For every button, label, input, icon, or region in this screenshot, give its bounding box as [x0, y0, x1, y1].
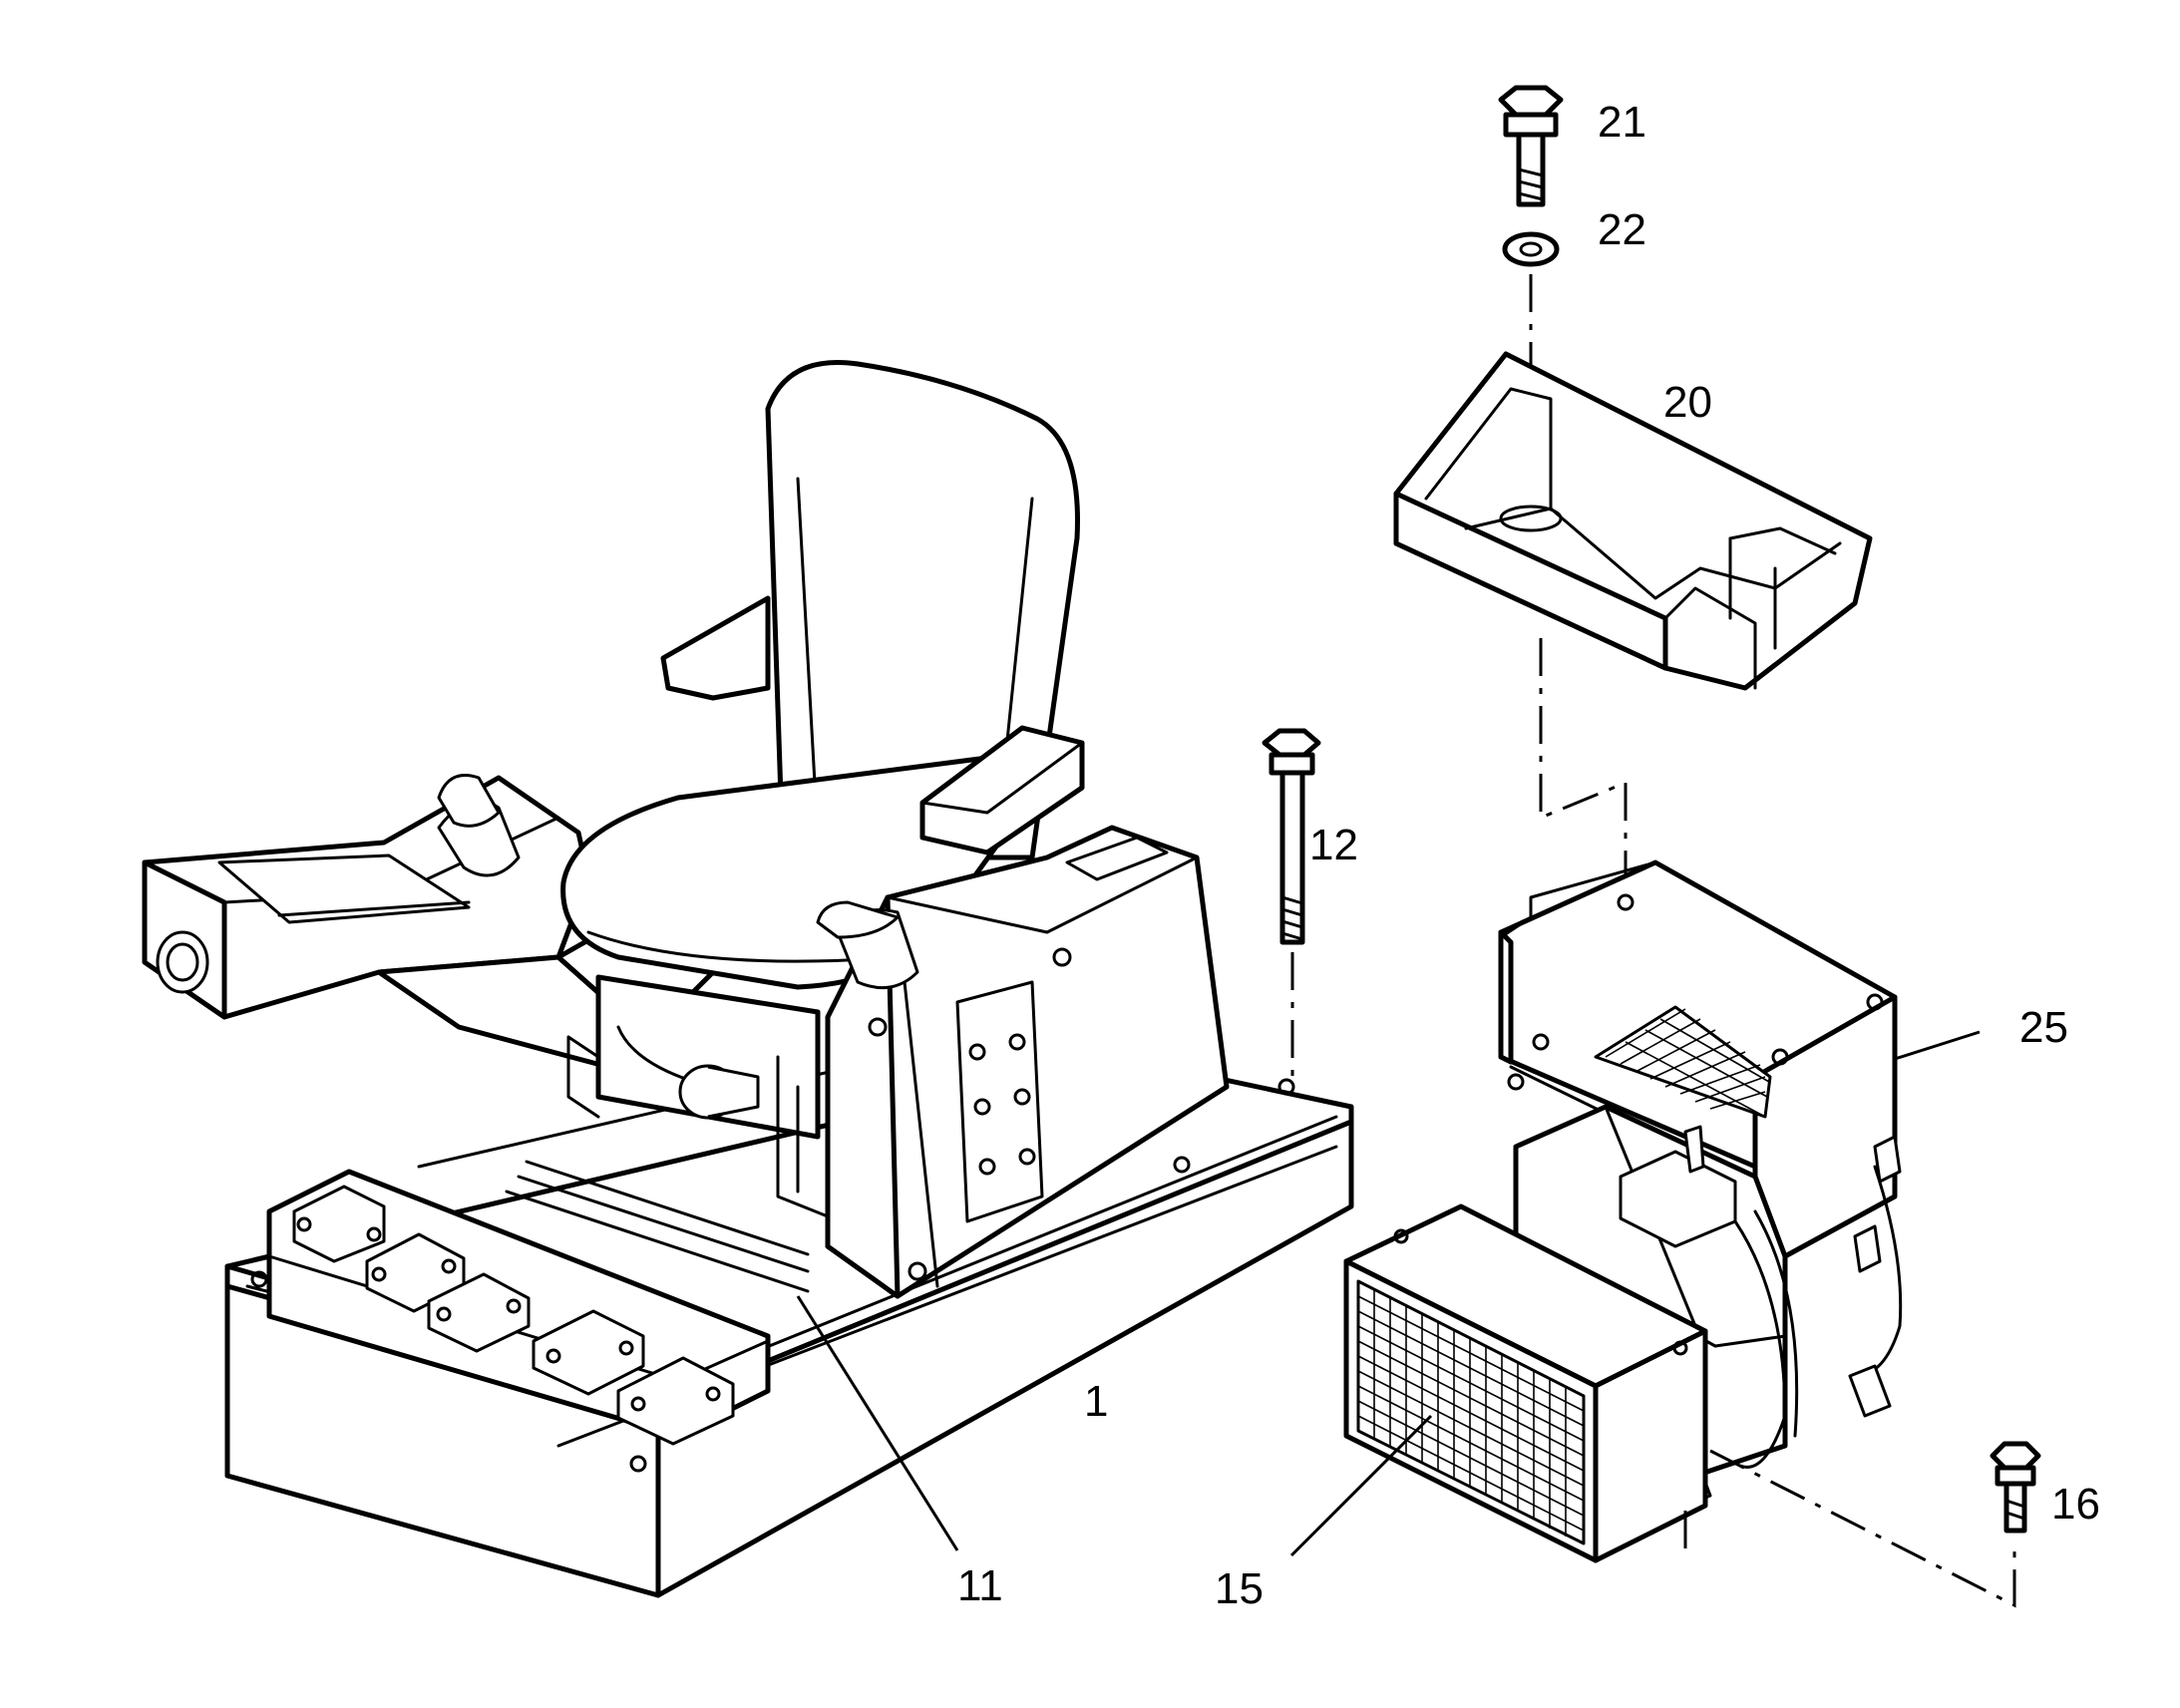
callout-16: 16 — [2051, 1480, 2100, 1529]
pedal-panel — [266, 1160, 810, 1446]
grille-15 — [1343, 1203, 1708, 1563]
washer-22 — [1502, 231, 1560, 267]
bolt-21 — [1498, 85, 1564, 207]
right-console — [816, 825, 1230, 1299]
leader-lines — [796, 1030, 1981, 1557]
callout-11: 11 — [957, 1561, 1003, 1610]
callout-21: 21 — [1598, 98, 1646, 147]
callout-20: 20 — [1663, 378, 1712, 427]
callout-1: 1 — [1084, 1377, 1108, 1426]
callout-22: 22 — [1598, 205, 1646, 254]
bolt-12 — [1262, 728, 1321, 1087]
tray-20 — [1393, 351, 1873, 691]
callout-25: 25 — [2019, 1003, 2068, 1052]
bolt-16 — [1990, 1441, 2041, 1534]
callout-12: 12 — [1309, 821, 1358, 869]
callout-15: 15 — [1215, 1564, 1264, 1613]
